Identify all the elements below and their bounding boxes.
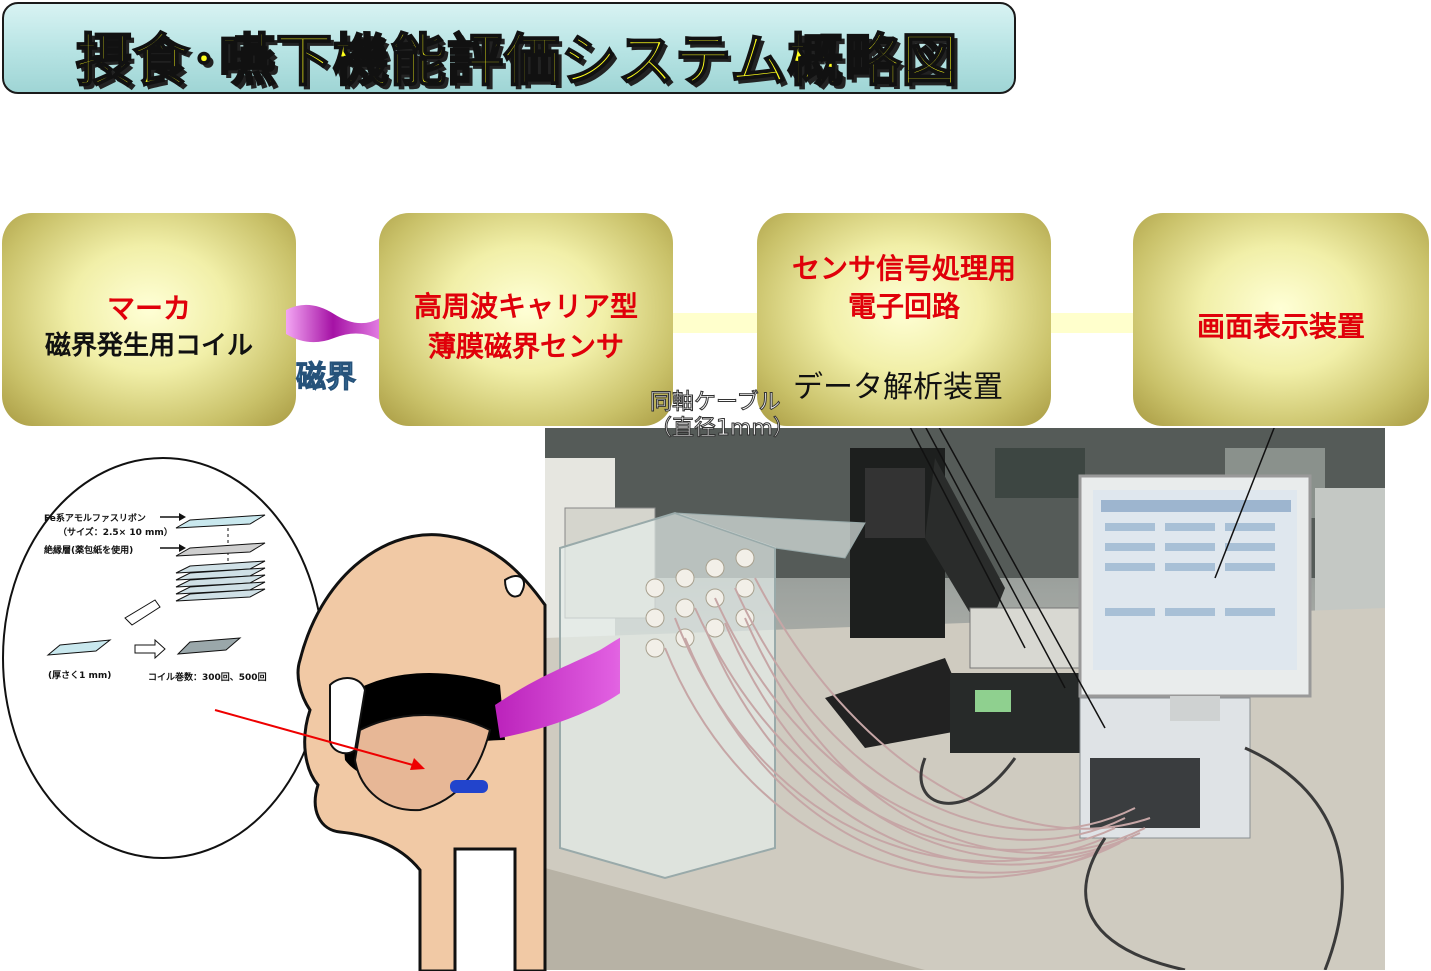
- coaxial-cable-label-2: （直径1mm）: [650, 416, 796, 442]
- data-analysis-label: データ解析装置: [793, 370, 1003, 405]
- block-marker-coil: マーカ 磁界発生用コイル: [2, 213, 296, 426]
- block-display: 画面表示装置: [1133, 213, 1429, 426]
- magnetic-field-wave-top: [286, 304, 380, 343]
- block-sensor-label-2: 薄膜磁界センサ: [427, 330, 624, 363]
- coaxial-cable-label: 同軸ケーブル （直径1mm）: [650, 390, 796, 442]
- block-marker-label: マーカ: [106, 292, 191, 325]
- head-cross-section-illustration: [2, 457, 620, 971]
- block-circuit-label-1: センサ信号処理用: [791, 252, 1016, 285]
- connector-2-3: [672, 313, 758, 333]
- page-title: 摂食･嚥下機能評価システム概略図: [75, 28, 959, 95]
- block-coil-label: 磁界発生用コイル: [44, 331, 253, 361]
- thickness-label: (厚さく1 mm): [48, 671, 112, 681]
- block-circuit: センサ信号処理用 電子回路: [757, 213, 1051, 426]
- coaxial-cable-label-1: 同軸ケーブル: [650, 390, 782, 416]
- lab-equipment-photo: [545, 428, 1385, 970]
- ribbon-label: Fe系アモルファスリボン: [44, 514, 146, 524]
- field-label: 磁界: [296, 360, 357, 396]
- block-circuit-label-2: 電子回路: [847, 290, 960, 323]
- block-sensor: 高周波キャリア型 薄膜磁界センサ: [379, 213, 673, 426]
- insulator-label: 絶縁層(薬包紙を使用): [44, 546, 134, 556]
- ribbon-size-label: （サイズ：2.5× 10 mm）: [58, 528, 173, 538]
- coil-turns-label: コイル巻数：300回、500回: [148, 673, 267, 683]
- block-sensor-label-1: 高周波キャリア型: [413, 290, 638, 323]
- title-banner: 摂食･嚥下機能評価システム概略図: [2, 2, 1016, 95]
- connector-3-4: [1050, 313, 1134, 333]
- block-display-label: 画面表示装置: [1196, 310, 1365, 343]
